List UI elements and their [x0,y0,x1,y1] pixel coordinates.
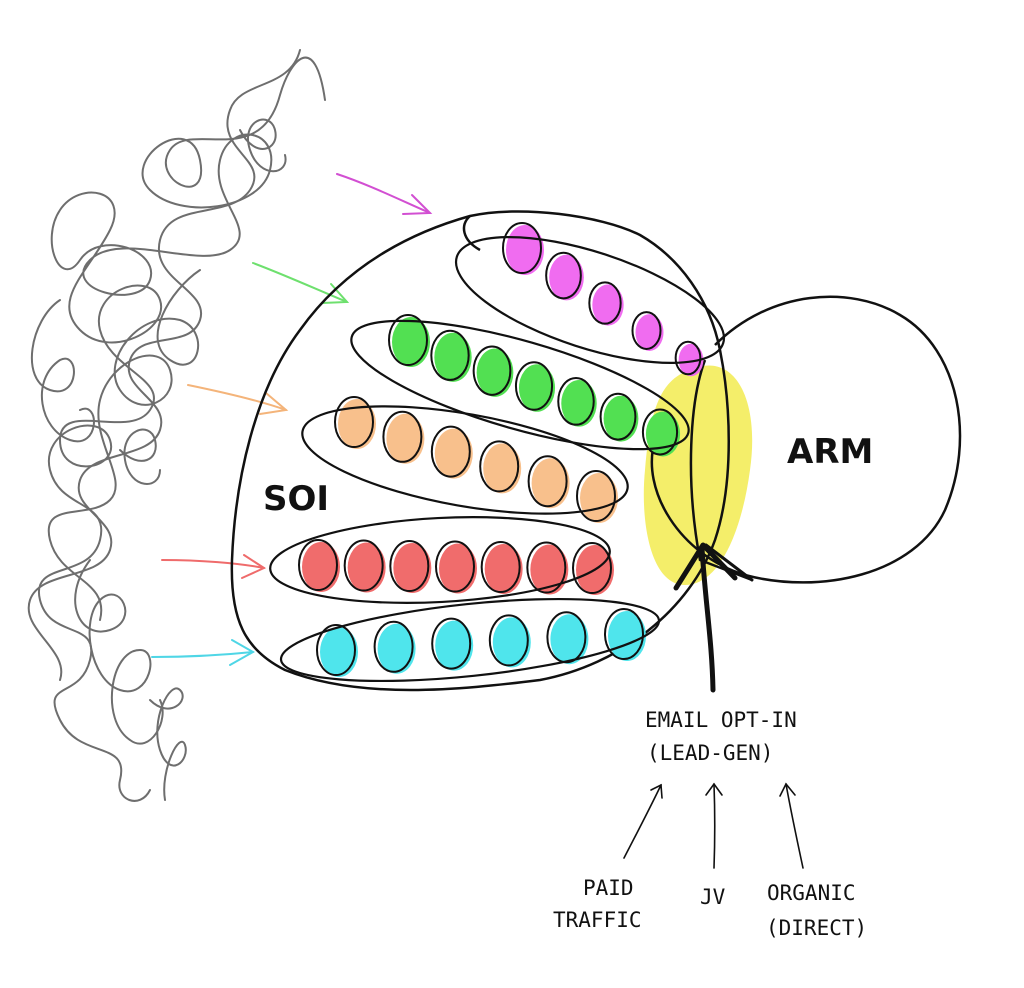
segment-dot-fill [338,399,376,449]
jv-label: JV [700,885,726,909]
arm-circle-stroke2 [689,359,753,582]
segment-dot [430,329,470,381]
source-arrows [623,782,804,869]
scribble-cloud [27,49,326,802]
segment-dot [382,410,423,463]
segment-dot [604,608,644,660]
segment-dot [545,251,582,300]
segment-dot [488,614,529,667]
segment-dot [674,340,702,376]
segment-dot [435,540,475,593]
arrow-green [252,262,350,304]
segment-dot [514,361,554,411]
segment-dot-fill [392,317,430,367]
segment-dot-fill [492,617,531,668]
segment-dot-fill [434,428,473,479]
segment-dot-fill [386,413,425,464]
segment-dot-fill [549,254,584,301]
segment-dot [557,377,595,426]
segment-row-1 [454,222,726,377]
soi-outline [230,210,730,692]
segment-rows [269,222,726,683]
segment-dot-fill [347,542,386,593]
segment-dot-fill [592,284,624,326]
segment-dot [388,314,428,366]
segment-dot-fill [506,225,544,275]
segment-dot-fill [483,443,522,494]
segment-dot-fill [603,395,639,442]
segment-dot [431,617,472,670]
segment-dot-fill [320,627,358,677]
segment-dot-fill [484,544,523,594]
segment-loop [301,405,629,515]
segment-dot [479,440,520,493]
segment-dot-fill [531,458,570,509]
arm-circle [650,295,962,584]
arrow-red [161,554,267,579]
paid-label: PAID [583,876,634,900]
segment-row-4 [269,516,614,604]
arrow-organic [779,782,804,869]
segment-dot [572,542,612,594]
lead-gen-label: (LEAD-GEN) [647,741,773,765]
arrow-paid-traffic [623,783,663,859]
segment-dot [631,311,662,350]
segment-dot-fill [550,614,589,665]
segment-loop [350,319,690,451]
segment-dot-fill [439,543,477,594]
segment-dot [502,222,542,274]
segment-dot-fill [608,611,646,661]
segment-dot [527,455,568,508]
segment-dot [298,539,338,591]
arrow-magenta [336,173,433,215]
arrow-cyan [151,639,256,666]
arrow-orange [187,384,289,415]
segment-dot [389,540,430,592]
organic-label: ORGANIC [767,881,856,905]
segment-dot-fill [393,543,432,593]
segment-dot [343,539,384,592]
segment-dot-fill [518,364,556,412]
segment-loop [279,597,661,683]
soi-outline-tail [462,215,481,252]
email-optin-label: EMAIL OPT-IN [645,708,797,732]
segment-dot [526,541,567,594]
segment-row-3 [301,396,629,523]
segment-dot-fill [302,542,340,592]
segment-dot [430,425,471,478]
direct-label: (DIRECT) [766,916,867,940]
segment-dot [373,620,414,673]
segment-dot [472,345,512,396]
arm-label: ARM [787,432,873,472]
arrow-jv [705,782,723,869]
segment-dot-fill [561,380,597,427]
segment-loop [269,516,611,604]
segment-dot-fill [476,348,514,397]
segment-dot-fill [530,544,569,595]
segment-dot-fill [377,623,416,674]
segment-dot-fill [435,620,474,671]
segment-dot-fill [434,332,472,382]
traffic-label: TRAFFIC [553,908,642,932]
segment-row-5 [279,597,661,683]
segment-dot [316,624,356,676]
email-arrow [673,542,754,693]
segment-row-2 [350,314,690,457]
segment-dot [576,470,616,522]
segment-dot [641,408,679,456]
segment-dot-fill [580,473,618,523]
segment-loop [454,236,726,364]
segment-dot [588,281,622,325]
segment-dot [334,396,374,448]
input-arrows [151,173,433,666]
segment-dot [480,541,521,593]
soi-label: SOI [263,479,329,519]
segment-dot [599,392,637,441]
